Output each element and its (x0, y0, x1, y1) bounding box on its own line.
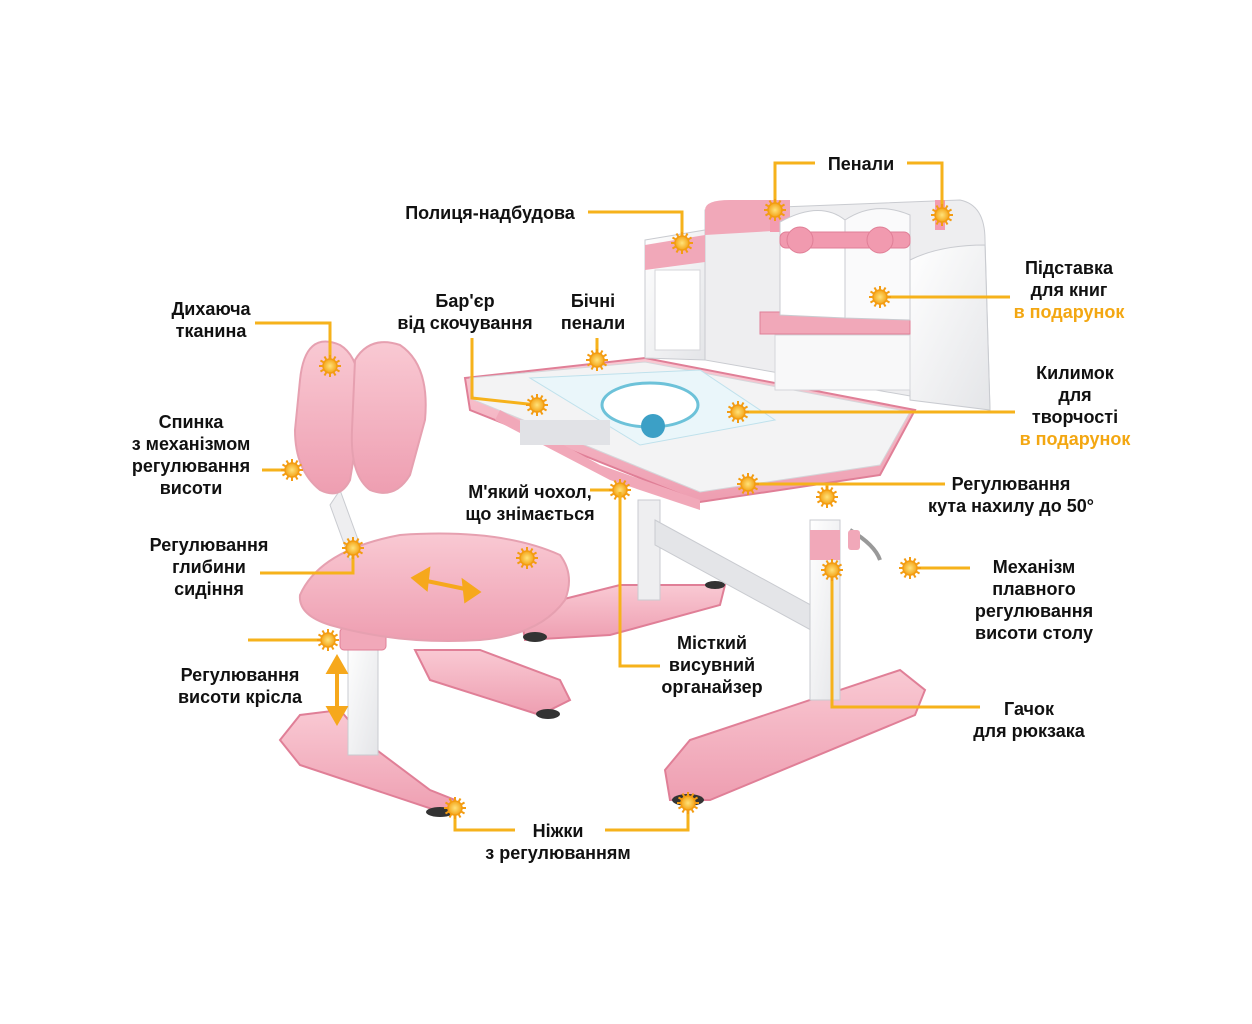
callout-fabric: Дихаюча тканина (171, 299, 251, 341)
callout-dot-icon (444, 797, 466, 819)
callout-dot-icon (677, 792, 699, 814)
callout-side-cases: Бічні пенали (560, 291, 626, 333)
callout-dot-icon (816, 486, 838, 508)
callout-seat-depth: Регулювання глибини сидіння (149, 535, 269, 599)
desk-legs (637, 499, 882, 701)
callout-shelf: Полиця-надбудова (405, 203, 575, 223)
chair (278, 340, 572, 817)
callout-barrier: Бар'єр від скочування (397, 291, 533, 333)
callout-pencil-cases: Пенали (827, 154, 895, 174)
callout-dot-icon (727, 401, 749, 423)
callout-lift: Механізм плавного регулювання висоти сто… (974, 557, 1094, 643)
leader-line-organizer (618, 492, 660, 668)
callout-dot-icon (869, 286, 891, 308)
callout-book-stand: Підставка для книг в подарунок (1013, 258, 1125, 322)
book-stand (779, 208, 911, 321)
leader-line-fabric (255, 321, 332, 366)
callout-hook: Гачок для рюкзака (973, 699, 1085, 741)
leader-line-pencil-cases (907, 161, 944, 215)
leader-line-pencil-cases (773, 161, 815, 210)
callout-backrest: Спинка з механізмом регулювання висоти (131, 412, 251, 498)
desk-feet (518, 581, 927, 806)
callout-dot-icon (516, 547, 538, 569)
callout-dot-icon (526, 394, 548, 416)
callout-tilt: Регулювання кута нахилу до 50° (928, 474, 1094, 516)
callout-soft-cover: М'який чохол, що знімається (465, 482, 595, 524)
callout-dot-icon (342, 537, 364, 559)
leader-line-hook (830, 570, 980, 709)
callout-dot-icon (609, 479, 631, 501)
callout-dot-icon (931, 204, 953, 226)
callout-chair-height: Регулювання висоти крісла (177, 665, 303, 707)
callout-dot-icon (899, 557, 921, 579)
callout-dot-icon (319, 355, 341, 377)
callout-dot-icon (821, 559, 843, 581)
callout-dot-icon (317, 629, 339, 651)
desk-top (463, 356, 917, 510)
callout-feet: Ніжки з регулюванням (485, 821, 631, 863)
leader-line-barrier (470, 338, 538, 407)
callout-dot-icon (671, 232, 693, 254)
callout-dot-icon (586, 349, 608, 371)
callout-dot-icon (281, 459, 303, 481)
callout-mat: Килимок для творчості в подарунок (1019, 363, 1131, 449)
callout-dot-icon (737, 473, 759, 495)
callout-dot-icon (764, 199, 786, 221)
callout-organizer: Місткий висувний органайзер (661, 633, 763, 697)
